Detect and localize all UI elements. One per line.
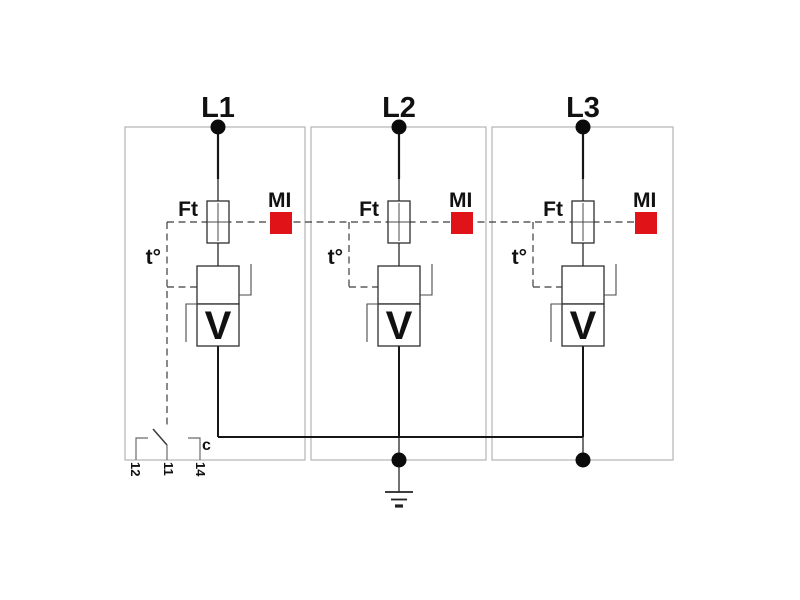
- line-label-l2: L2: [382, 92, 416, 124]
- fuse-label-1: Ft: [178, 198, 198, 221]
- phase3-mi-indicator: [635, 212, 657, 234]
- disconnector-hook-right: [604, 264, 617, 296]
- disconnector-hook-left: [366, 303, 378, 342]
- terminal-12-lead: [135, 437, 148, 460]
- l2-terminal-dot: [391, 119, 407, 135]
- phase2-mi-indicator: [451, 212, 473, 234]
- disconnector-hook-left: [185, 303, 197, 342]
- earth-terminal-dot-right: [575, 452, 591, 468]
- phase2-varistor-symbol: V: [366, 264, 433, 348]
- changeover-contact: 12 11 14 c: [128, 428, 211, 477]
- phase2-fuse-symbol: [387, 200, 411, 244]
- varistor-symbols: V V V: [185, 264, 617, 348]
- varistor-label: V: [205, 304, 232, 348]
- varistor-label: V: [570, 304, 597, 348]
- terminal-label-11: 11: [161, 462, 176, 476]
- temp-label-3: t°: [512, 246, 527, 269]
- disconnector-hook-right: [239, 264, 252, 296]
- contact-common-label: c: [202, 437, 211, 454]
- varistor-label: V: [386, 304, 413, 348]
- fuse-label-2: Ft: [359, 198, 379, 221]
- status-indicators: [270, 212, 657, 234]
- l3-terminal-dot: [575, 119, 591, 135]
- phase3-varistor-symbol: V: [550, 264, 617, 348]
- terminal-dots: [210, 119, 591, 468]
- contact-blade: [152, 428, 168, 446]
- terminal-label-14: 14: [193, 462, 208, 477]
- indicator-label-3: MI: [633, 189, 656, 212]
- indicator-label-1: MI: [268, 189, 291, 212]
- line-label-l1: L1: [201, 92, 235, 124]
- phase3-fuse-symbol: [571, 200, 595, 244]
- labels: L1 L2 L3 Ft Ft Ft MI MI MI t° t° t°: [146, 92, 657, 269]
- fuse-label-3: Ft: [543, 198, 563, 221]
- disconnector-hook-right: [420, 264, 433, 296]
- earth-ground-symbol: [385, 466, 413, 508]
- phase1-fuse-symbol: [206, 200, 230, 244]
- indicator-label-2: MI: [449, 189, 472, 212]
- disconnector-hook-left: [550, 303, 562, 342]
- fuse-symbols: [206, 200, 595, 244]
- terminal-label-12: 12: [128, 462, 143, 476]
- terminal-14-lead: [188, 437, 201, 460]
- phase1-mi-indicator: [270, 212, 292, 234]
- l1-terminal-dot: [210, 119, 226, 135]
- earth-terminal-dot-center: [391, 452, 407, 468]
- line-label-l3: L3: [566, 92, 600, 124]
- temp-label-1: t°: [146, 246, 161, 269]
- phase1-varistor-symbol: V: [185, 264, 252, 348]
- temp-label-2: t°: [328, 246, 343, 269]
